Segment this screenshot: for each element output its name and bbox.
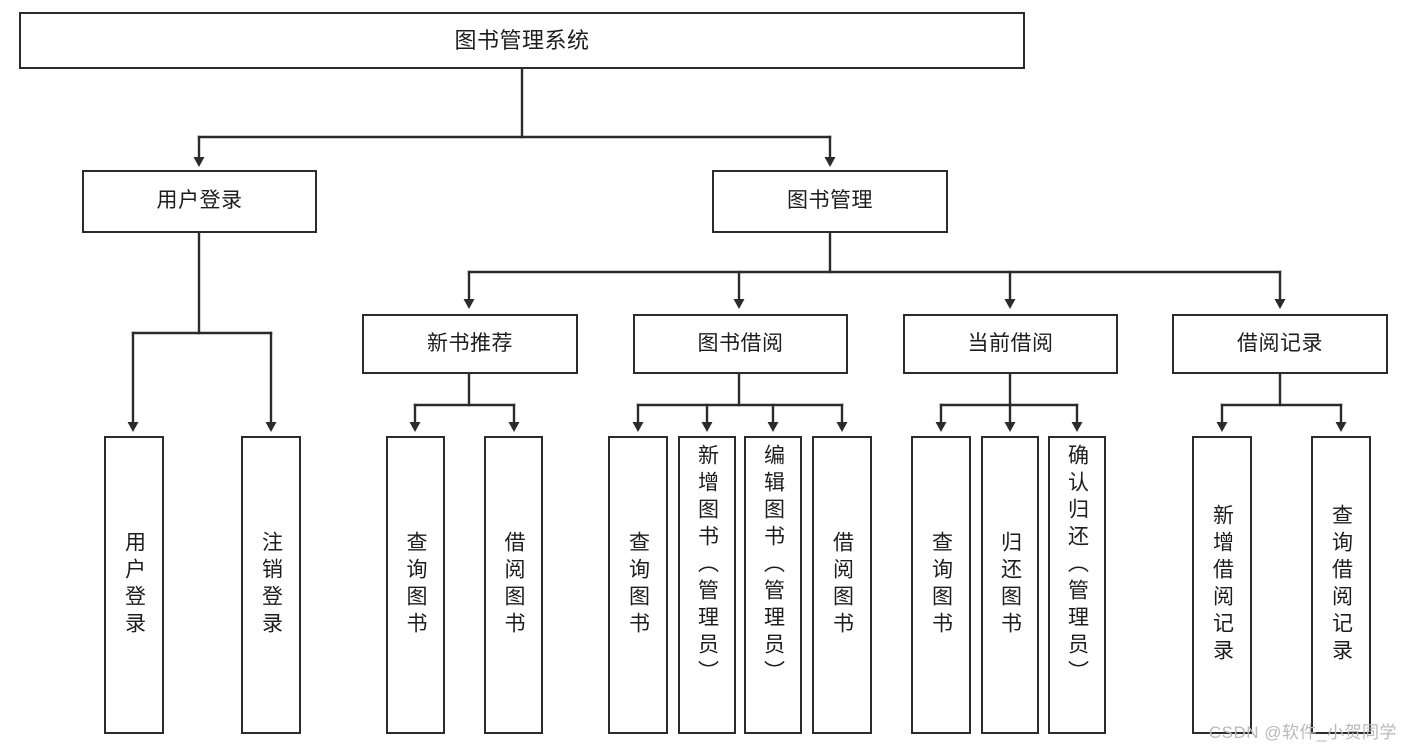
node-new-book-recommend[interactable]: 新书推荐: [362, 314, 578, 374]
node-label: 用户登录: [156, 189, 243, 213]
node-label: 当前借阅: [967, 331, 1054, 355]
node-user-login[interactable]: 用户登录: [82, 170, 317, 233]
node-borrow-record[interactable]: 借阅记录: [1172, 314, 1388, 374]
leaf-query-book-recommend[interactable]: 查询图书: [386, 436, 445, 734]
leaf-label: 查询图书: [929, 531, 953, 639]
node-label: 新书推荐: [427, 331, 513, 355]
node-label: 图书借阅: [697, 331, 784, 355]
leaf-borrow-book-borrow[interactable]: 借阅图书: [812, 436, 872, 734]
leaf-label: 用户登录: [122, 531, 146, 639]
node-book-management[interactable]: 图书管理: [712, 170, 948, 233]
leaf-label: 新增图书（管理员）: [695, 444, 719, 687]
node-root-system[interactable]: 图书管理系统: [19, 12, 1025, 69]
leaf-query-book-current[interactable]: 查询图书: [911, 436, 971, 734]
leaf-label: 新增借阅记录: [1210, 504, 1234, 666]
leaf-user-login[interactable]: 用户登录: [104, 436, 164, 734]
node-label: 图书管理系统: [454, 27, 590, 53]
leaf-label: 查询图书: [626, 531, 650, 639]
leaf-borrow-book-recommend[interactable]: 借阅图书: [484, 436, 543, 734]
leaf-add-borrow-record[interactable]: 新增借阅记录: [1192, 436, 1252, 734]
leaf-label: 注销登录: [259, 531, 283, 639]
leaf-label: 归还图书: [998, 531, 1022, 639]
node-label: 借阅记录: [1237, 331, 1323, 355]
node-current-borrow[interactable]: 当前借阅: [903, 314, 1118, 374]
node-book-borrow[interactable]: 图书借阅: [633, 314, 848, 374]
leaf-label: 编辑图书（管理员）: [761, 444, 785, 687]
leaf-query-book-borrow[interactable]: 查询图书: [608, 436, 668, 734]
leaf-logout-login[interactable]: 注销登录: [241, 436, 301, 734]
leaf-label: 借阅图书: [830, 531, 854, 639]
leaf-add-book-admin[interactable]: 新增图书（管理员）: [678, 436, 736, 734]
leaf-label: 查询借阅记录: [1329, 504, 1353, 666]
leaf-query-borrow-record[interactable]: 查询借阅记录: [1311, 436, 1371, 734]
leaf-label: 确认归还（管理员）: [1065, 444, 1089, 687]
leaf-label: 查询图书: [404, 531, 427, 639]
leaf-return-book[interactable]: 归还图书: [981, 436, 1039, 734]
leaf-edit-book-admin[interactable]: 编辑图书（管理员）: [744, 436, 802, 734]
csdn-watermark: CSDN @软件_小贺同学: [1208, 723, 1397, 742]
leaf-label: 借阅图书: [502, 531, 525, 639]
leaf-confirm-return-admin[interactable]: 确认归还（管理员）: [1048, 436, 1106, 734]
node-label: 图书管理: [787, 189, 873, 213]
